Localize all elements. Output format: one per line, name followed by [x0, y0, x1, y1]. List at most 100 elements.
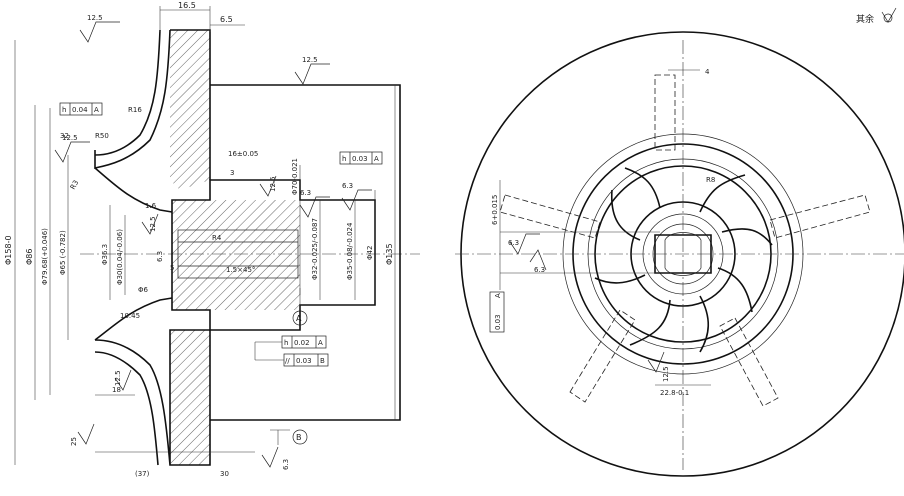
dim-18: 18	[112, 386, 121, 394]
dim-r3: R3	[69, 179, 81, 191]
dim-6-3: 6.3	[156, 251, 164, 262]
tolerance-frame-3: h 0.02 A	[281, 335, 327, 349]
note-text: 其余	[856, 13, 874, 25]
dim-42: Φ42	[366, 246, 374, 260]
dim-35: Φ35-0.08/-0.024	[346, 222, 354, 280]
svg-text:6.3: 6.3	[508, 239, 519, 247]
lower-shroud-outline	[94, 329, 211, 466]
svg-text:25: 25	[70, 437, 78, 446]
dim-r16: R16	[128, 106, 142, 114]
dim-32-left: 32	[60, 132, 69, 140]
dim-r50: R50	[95, 132, 109, 140]
keyway	[654, 234, 712, 274]
roughness-symbol: 6.3	[508, 233, 540, 255]
roughness-symbol: 12.5	[141, 213, 159, 235]
tolerance-frame-front: 0.03 A	[489, 291, 505, 333]
tolerance-frame-2: h 0.03 A	[339, 151, 383, 165]
roughness-check-icon	[881, 7, 897, 23]
roughness-symbol: 12.5	[114, 369, 132, 391]
svg-text:0.03: 0.03	[296, 357, 312, 365]
upper-shroud	[170, 30, 210, 190]
svg-text:h: h	[284, 339, 288, 347]
svg-text:h: h	[342, 155, 346, 163]
svg-text:A: A	[374, 155, 379, 163]
dim-37: (37)	[135, 470, 150, 478]
bore	[177, 229, 299, 279]
roughness-symbol: 6.3	[529, 249, 547, 274]
dim-32: Φ32-0.025/-0.087	[311, 218, 319, 280]
dim-16: 16±0.05	[228, 150, 258, 158]
datum-a: A	[292, 288, 308, 326]
svg-text:A: A	[296, 314, 302, 323]
roughness-symbol: 12.5	[54, 134, 90, 163]
roughness-symbol: 12.5	[647, 351, 670, 382]
svg-text:12.5: 12.5	[114, 370, 122, 386]
roughness-note: 其余	[856, 7, 897, 25]
dim-5: 5	[170, 264, 174, 272]
svg-text:12.5: 12.5	[62, 134, 78, 142]
svg-text:6.3: 6.3	[534, 266, 545, 274]
svg-text:0.04: 0.04	[72, 106, 88, 114]
tolerance-frame-1: h 0.04 A	[59, 102, 103, 116]
svg-text:A: A	[94, 106, 99, 114]
front-view: 4 6+0.015 22.8-0.1 R8 0.03 A 6.3 6.3 12.…	[455, 31, 904, 477]
roughness-symbol: 25	[70, 423, 95, 446]
svg-text:6.3: 6.3	[300, 189, 311, 197]
svg-text:B: B	[296, 433, 302, 442]
svg-text:12.5: 12.5	[662, 366, 670, 382]
lower-shroud	[170, 330, 210, 465]
dim-79: Φ79.68(+0.046)	[41, 228, 49, 285]
dim-22-8: 22.8-0.1	[660, 389, 689, 397]
svg-text:A: A	[318, 339, 323, 347]
dim-hole: Φ6	[138, 286, 149, 294]
dim-r8: R8	[706, 176, 715, 184]
datum-b: B	[270, 429, 308, 445]
svg-text:0.02: 0.02	[294, 339, 310, 347]
dim-4: 4	[705, 68, 710, 76]
eye-curve	[94, 167, 173, 213]
dashed-ribs	[499, 74, 871, 407]
svg-text:12.5: 12.5	[87, 14, 103, 22]
dim-16-5: 16.5	[178, 1, 196, 10]
dim-30-bottom: 30	[220, 470, 229, 478]
roughness-symbol: 12.5	[79, 14, 120, 43]
back-plate	[210, 84, 401, 421]
dim-36: Φ36.3	[101, 244, 109, 265]
key-profile	[664, 232, 702, 276]
dim-135: Φ135	[385, 243, 394, 265]
roughness-symbol: 1.6	[145, 202, 157, 210]
svg-text:12.5: 12.5	[149, 216, 157, 232]
svg-text:A: A	[494, 293, 502, 298]
dim-6-5: 6.5	[220, 15, 233, 24]
hub-outline	[171, 179, 376, 331]
roughness-symbol: 6.3	[261, 446, 290, 470]
svg-text:0.03: 0.03	[352, 155, 368, 163]
svg-text:12.5: 12.5	[269, 176, 277, 192]
roughness-symbol: 12.5	[294, 56, 330, 85]
roughness-symbol: 12.5	[259, 175, 277, 197]
dim-30: Φ30(0.04/-0.06)	[116, 229, 124, 285]
dim-10-45: 10.45	[120, 312, 140, 320]
svg-text:6.3: 6.3	[342, 182, 353, 190]
svg-text:B: B	[320, 357, 325, 365]
svg-text:h: h	[62, 106, 66, 114]
dim-65: Φ65 (-0.782)	[59, 230, 67, 275]
tolerance-frame-4: // 0.03 B	[283, 353, 329, 367]
dim-3: 3	[230, 169, 234, 177]
dim-70: Φ70-0.021	[291, 158, 299, 195]
hub	[172, 200, 300, 310]
roughness-symbol: 6.3	[299, 189, 330, 218]
svg-text:0.03: 0.03	[494, 314, 502, 330]
svg-text:1.6: 1.6	[145, 202, 157, 210]
svg-text:6.3: 6.3	[282, 459, 290, 470]
svg-text:12.5: 12.5	[302, 56, 318, 64]
section-view: 16.5 6.5 Φ158-0 Φ86 Φ79.68(+0.046) Φ65 (…	[4, 1, 420, 478]
dim-86: Φ86	[25, 249, 34, 265]
dim-6: 6+0.015	[491, 195, 499, 225]
dim-overall: Φ158-0	[4, 235, 13, 265]
svg-text://: //	[285, 357, 290, 365]
eye-curve	[94, 297, 173, 341]
dim-chamfer: 1.5×45°	[226, 266, 255, 274]
roughness-symbol: 6.3	[341, 182, 372, 211]
